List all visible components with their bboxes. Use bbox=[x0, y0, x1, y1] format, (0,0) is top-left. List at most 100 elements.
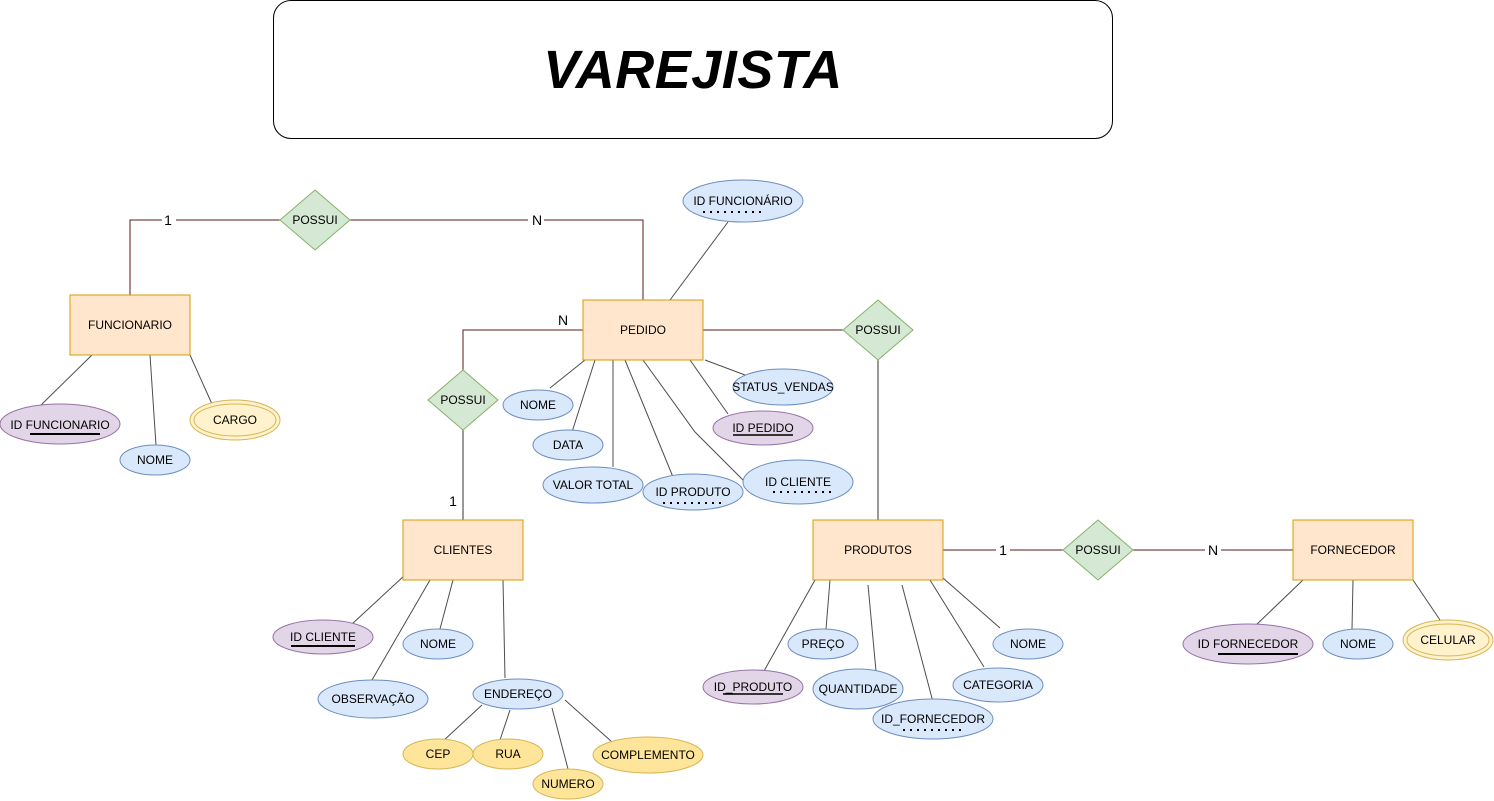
cardinality-label: 1 bbox=[999, 542, 1007, 558]
line-possui-pedido bbox=[350, 219, 644, 300]
attribute-label: ID PRODUTO bbox=[655, 485, 730, 499]
attribute-ellipse bbox=[402, 628, 474, 660]
entity-label: FORNECEDOR bbox=[1310, 543, 1396, 557]
attr-line bbox=[669, 221, 729, 301]
cardinality-label: 1 bbox=[164, 212, 172, 228]
attribute-ellipse bbox=[952, 667, 1044, 703]
attribute-label: ENDEREÇO bbox=[484, 687, 552, 701]
attribute-label: STATUS_VENDAS bbox=[732, 380, 834, 394]
attribute-ellipse bbox=[189, 399, 281, 441]
relationship-label: POSSUI bbox=[292, 213, 337, 227]
attribute-label: ID_PRODUTO bbox=[714, 680, 792, 694]
attr-line bbox=[1351, 579, 1354, 630]
entity-clientes bbox=[402, 519, 524, 581]
attribute-label: CARGO bbox=[213, 413, 257, 427]
attribute-ellipse bbox=[992, 628, 1064, 660]
attribute-ellipse bbox=[1402, 619, 1494, 661]
attribute-ellipse bbox=[682, 179, 804, 223]
attribute-label: ID FORNECEDOR bbox=[1198, 637, 1299, 651]
attr-line bbox=[929, 579, 985, 668]
attr-line bbox=[39, 354, 93, 407]
attr-line bbox=[624, 359, 674, 490]
attribute-ellipse bbox=[472, 678, 564, 710]
attribute-ellipse bbox=[812, 668, 904, 710]
attribute-label: QUANTIDADE bbox=[819, 682, 898, 696]
attribute-ellipse-inner bbox=[1406, 623, 1490, 657]
cardinality-label: N bbox=[558, 312, 568, 328]
relationship-label: POSSUI bbox=[1075, 543, 1120, 557]
attr-line bbox=[439, 579, 454, 630]
attr-line bbox=[551, 707, 569, 770]
attr-line bbox=[502, 579, 506, 679]
attribute-ellipse bbox=[787, 628, 859, 660]
entity-label: CLIENTES bbox=[434, 543, 493, 557]
attribute-ellipse bbox=[317, 679, 429, 719]
attribute-ellipse bbox=[472, 738, 544, 770]
relationship-lines-gray bbox=[462, 360, 879, 520]
relationship-label: POSSUI bbox=[440, 393, 485, 407]
attr-line bbox=[1412, 579, 1441, 621]
attr-line bbox=[149, 354, 157, 446]
attribute-ellipse bbox=[712, 410, 814, 446]
relationship-diamond bbox=[1062, 519, 1134, 581]
cardinality-label: 1 bbox=[449, 493, 457, 509]
attribute-label: PREÇO bbox=[802, 637, 845, 651]
attr-line bbox=[564, 699, 613, 743]
attribute-ellipse bbox=[702, 669, 804, 705]
attribute-label: NOME bbox=[1010, 637, 1046, 651]
attribute-ellipse bbox=[542, 466, 644, 504]
attribute-label: NOME bbox=[137, 453, 173, 467]
attribute-label: NOME bbox=[520, 398, 556, 412]
relationship-diamond bbox=[279, 189, 351, 251]
entity-funcionario bbox=[69, 294, 191, 356]
attribute-label: ID FUNCIONÁRIO bbox=[693, 193, 792, 208]
attribute-label: ID CLIENTE bbox=[290, 630, 356, 644]
diagram-title: VAREJISTA bbox=[543, 39, 843, 100]
relationship-diamond bbox=[842, 299, 914, 361]
attribute-label: CELULAR bbox=[1420, 633, 1476, 647]
attr-line bbox=[704, 359, 746, 376]
attribute-ellipse bbox=[532, 429, 604, 461]
attribute-label: NOME bbox=[420, 637, 456, 651]
attribute-ellipse bbox=[742, 459, 854, 505]
attr-line bbox=[825, 579, 831, 630]
attribute-label: COMPLEMENTO bbox=[601, 748, 695, 762]
title-box: VAREJISTA bbox=[273, 0, 1113, 139]
attributes: ID FUNCIONÁRIO ID FUNCIONARIO NOME CARGO… bbox=[0, 179, 1494, 800]
attribute-lines bbox=[39, 221, 1441, 770]
attr-line bbox=[942, 577, 1001, 629]
entity-label: PRODUTOS bbox=[844, 543, 912, 557]
cardinalities: 1 N N 1 1 N bbox=[162, 212, 1221, 558]
attr-line bbox=[351, 574, 406, 625]
attr-line bbox=[689, 359, 729, 415]
line-funcionario-possui bbox=[129, 219, 280, 295]
attr-line bbox=[499, 709, 511, 741]
entities: FUNCIONARIO PEDIDO CLIENTES PRODUTOS FOR… bbox=[69, 294, 1414, 581]
attr-line bbox=[571, 359, 596, 433]
attr-line bbox=[371, 579, 431, 681]
attr-line bbox=[549, 359, 586, 389]
attribute-ellipse bbox=[502, 389, 574, 421]
attr-line bbox=[189, 354, 213, 405]
attribute-label: NOME bbox=[1340, 637, 1376, 651]
attribute-label: ID_FORNECEDOR bbox=[881, 712, 985, 726]
attr-line bbox=[1254, 579, 1304, 627]
attribute-label: DATA bbox=[553, 438, 583, 452]
relationships: POSSUI POSSUI POSSUI POSSUI bbox=[279, 189, 1134, 581]
cardinality-label: N bbox=[1208, 542, 1218, 558]
attribute-ellipse bbox=[642, 473, 744, 511]
entity-label: FUNCIONARIO bbox=[88, 318, 172, 332]
entity-fornecedor bbox=[1292, 519, 1414, 581]
attribute-label: ID CLIENTE bbox=[765, 475, 831, 489]
attribute-label: VALOR TOTAL bbox=[553, 478, 634, 492]
attribute-ellipse bbox=[732, 368, 834, 406]
attribute-label: ID FUNCIONARIO bbox=[10, 418, 109, 432]
entity-produtos bbox=[812, 519, 944, 581]
relationship-label: POSSUI bbox=[855, 323, 900, 337]
attribute-ellipse bbox=[592, 736, 704, 774]
line-pedido-possui-clientes bbox=[462, 329, 583, 370]
entity-label: PEDIDO bbox=[620, 323, 666, 337]
attribute-label: RUA bbox=[495, 747, 520, 761]
attribute-ellipse bbox=[532, 768, 604, 800]
